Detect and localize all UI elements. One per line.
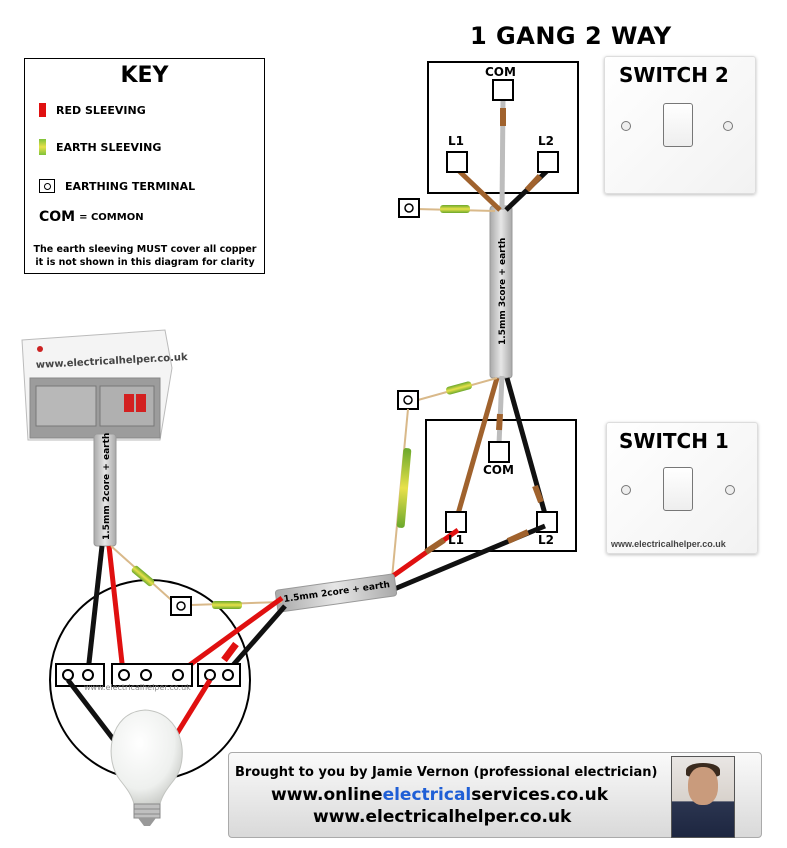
earth-sleeve-icon	[39, 139, 46, 155]
s1-l1-wire	[455, 377, 500, 515]
avatar	[671, 756, 735, 838]
s2-earth-sleeve	[440, 205, 470, 213]
switch2-label: SWITCH 2	[619, 63, 729, 87]
credit-url1-part-a: www.online	[271, 785, 383, 805]
s2-com-terminal	[492, 79, 514, 101]
screw-icon	[723, 121, 733, 131]
s2-l2-sleeve	[524, 173, 543, 193]
key-note: The earth sleeving MUST cover all copper…	[29, 243, 261, 269]
key-earth-sleeving: EARTH SLEEVING	[39, 139, 161, 155]
cu-black-wire	[85, 545, 105, 673]
s1-earth-sleeve	[446, 381, 472, 395]
s2-l1-terminal	[446, 151, 468, 173]
key-earthing-terminal-label: EARTHING TERMINAL	[65, 179, 196, 193]
screw-icon	[621, 485, 631, 495]
s1-l1-label: L1	[448, 533, 464, 547]
h2core-black-sleeve	[506, 529, 530, 544]
s2-l2-label: L2	[538, 134, 554, 148]
key-com: COM = COMMON	[39, 209, 144, 225]
cu-red-wire	[106, 545, 126, 673]
s2-l1-wire	[456, 168, 502, 212]
earth-drop-sleeve	[396, 448, 412, 528]
credit-url-electricalhelper[interactable]: www.electricalhelper.co.uk	[313, 807, 572, 827]
key-com-abbrev: COM	[39, 209, 76, 225]
s1-com-sleeve	[496, 413, 503, 431]
two-core-vertical-label: 1.5mm 2core + earth	[102, 433, 112, 540]
rose-red-wire	[178, 595, 284, 675]
cu-earth-sleeve	[131, 565, 155, 587]
credit-line1: Brought to you by Jamie Vernon (professi…	[235, 765, 658, 780]
screw-icon	[725, 485, 735, 495]
consumer-unit	[21, 329, 173, 441]
diagram-title: 1 GANG 2 WAY	[470, 22, 672, 50]
bulb-black-flex	[66, 678, 122, 750]
ceiling-rose-watermark: www.electricalhelper.co.uk	[84, 683, 191, 692]
switch1-label: SWITCH 1	[619, 429, 729, 453]
key-note-line1: The earth sleeving MUST cover all copper	[33, 244, 257, 255]
key-com-meaning: = COMMON	[79, 211, 144, 223]
rose-black-wire	[225, 604, 287, 674]
earthing-terminal-icon	[39, 179, 55, 193]
rose-red-sleeve	[221, 641, 239, 663]
s1-l2-sleeve	[532, 484, 544, 504]
key-note-line2: it is not shown in this diagram for clar…	[35, 257, 255, 268]
rose-earth-sleeve	[212, 601, 242, 609]
key-title: KEY	[120, 63, 169, 88]
h2core-red-wire	[388, 527, 460, 581]
switch1-faceplate: SWITCH 1 www.electricalhelper.co.uk	[606, 422, 758, 554]
key-red-sleeving-label: RED SLEEVING	[56, 103, 146, 117]
credit-url1-part-b: electrical	[382, 785, 472, 805]
s1-l2-label: L2	[538, 533, 554, 547]
rocker-switch-icon	[663, 103, 693, 147]
key-earthing-terminal: EARTHING TERMINAL	[39, 179, 195, 193]
s2-l2-terminal	[537, 151, 559, 173]
rocker-switch-icon	[663, 467, 693, 511]
switch1-watermark: www.electricalhelper.co.uk	[611, 539, 726, 549]
key-earth-sleeving-label: EARTH SLEEVING	[56, 140, 162, 154]
s2-com-label: COM	[485, 65, 516, 79]
three-core-cable-label: 1.5mm 3core + earth	[498, 238, 508, 345]
s2-l1-label: L1	[448, 134, 464, 148]
credit-url1-part-c: services.co.uk	[471, 785, 608, 805]
credit-url-online-electrical[interactable]: www.onlineelectricalservices.co.uk	[271, 785, 608, 805]
s1-com-wire	[496, 375, 505, 445]
two-core-cable-vertical	[93, 433, 117, 547]
s1-com-terminal	[488, 441, 510, 463]
red-sleeve-icon	[39, 103, 46, 117]
key-red-sleeving: RED SLEEVING	[39, 103, 146, 117]
key-legend: KEY RED SLEEVING EARTH SLEEVING EARTHING…	[24, 58, 265, 274]
h2core-red-sleeve	[424, 537, 446, 555]
s1-com-label: COM	[483, 463, 514, 477]
switch2-faceplate: SWITCH 2	[604, 56, 756, 194]
screw-icon	[621, 121, 631, 131]
light-bulb-icon	[110, 709, 183, 826]
